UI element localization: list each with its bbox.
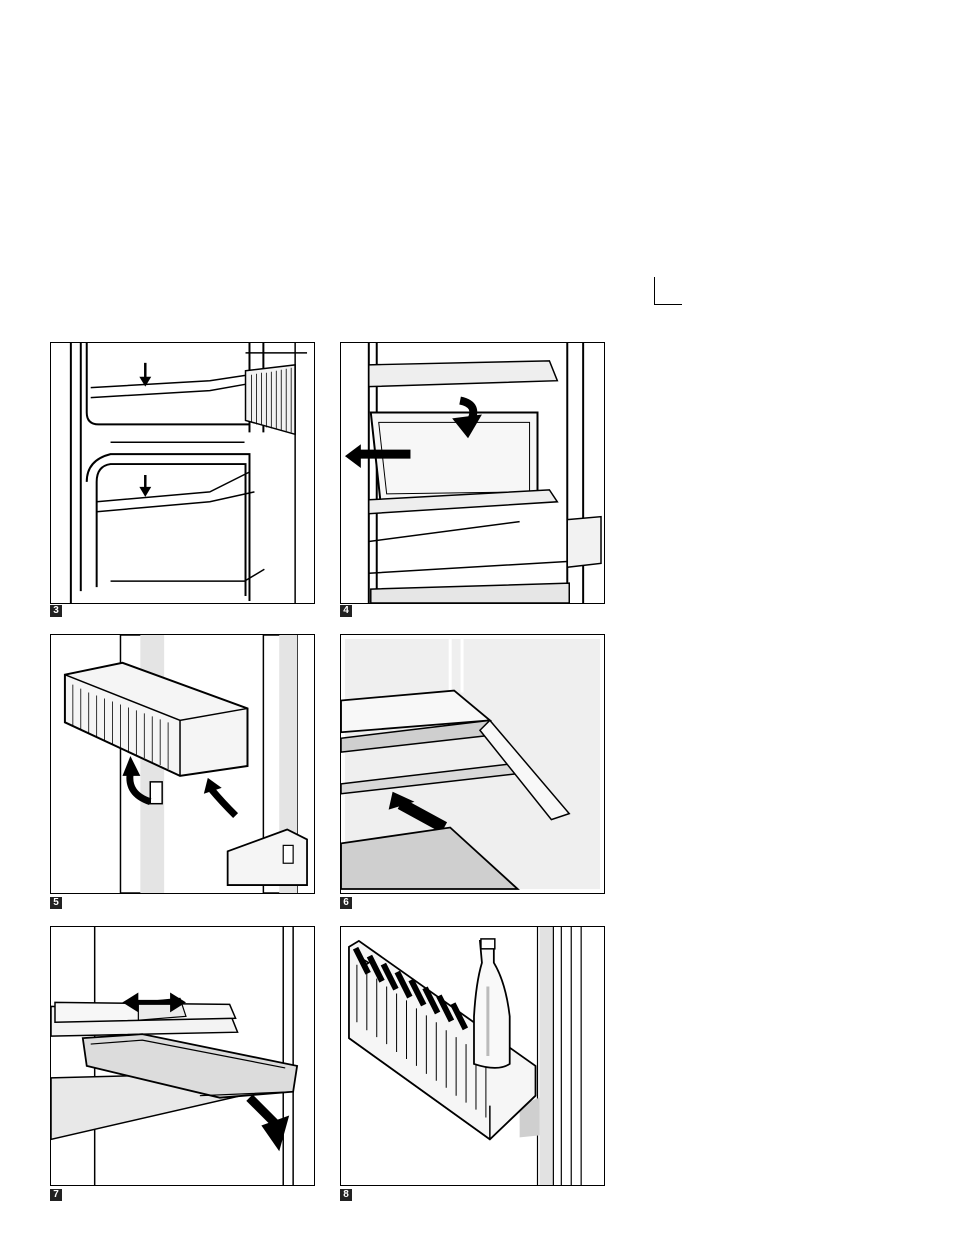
figure-5-number: 5 [50,897,62,909]
figure-3-illustration [50,342,315,604]
glass-shelf-insertion-icon [341,635,604,893]
fridge-shelves-icon [51,343,314,603]
figure-6-illustration [340,634,605,894]
figure-3-number: 3 [50,605,62,617]
freshness-container-slide-icon [51,927,314,1185]
page-corner-mark [654,277,682,305]
figure-4-illustration [340,342,605,604]
figure-8-number: 8 [340,1189,352,1201]
figure-8-illustration [340,926,605,1186]
figure-4-number: 4 [340,605,352,617]
figure-7-number: 7 [50,1189,62,1201]
bottle-rack-icon [341,927,604,1185]
door-rack-insertion-icon [51,635,314,893]
fridge-drawer-removal-icon [341,343,604,603]
figure-5-illustration [50,634,315,894]
figure-7-illustration [50,926,315,1186]
figure-6-number: 6 [340,897,352,909]
